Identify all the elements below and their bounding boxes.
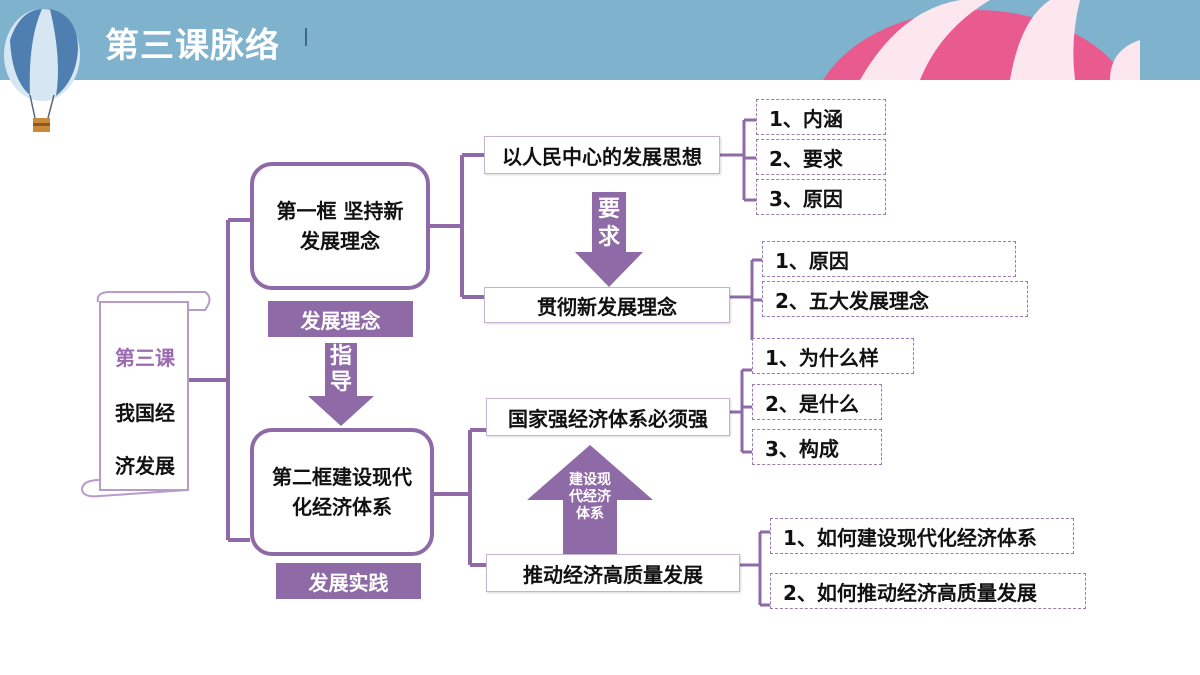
topic-people-centered: 以人民中心的发展思想 [484,136,720,174]
build-arrow-label: 建设现代经济体系 [569,472,611,522]
scroll-shape [81,291,211,498]
leaf-t4-2: 2、如何推动经济高质量发展 [770,573,1086,609]
leaf-t1-2: 2、要求 [756,139,886,175]
frame2-box: 第二框建设现代化经济体系 [250,428,434,556]
leaf-t3-2: 2、是什么 [752,384,882,420]
leaf-t3-3: 3、构成 [752,429,882,465]
frame1-tag: 发展理念 [268,301,413,337]
leaf-t3-1: 1、为什么样 [752,338,914,374]
hot-air-balloon-icon [4,9,80,132]
leaf-t1-3: 3、原因 [756,179,886,215]
root-title: 第三课 [115,346,175,370]
leaf-t1-1: 1、内涵 [756,99,886,135]
frame2-tag: 发展实践 [276,563,421,599]
header-bar: 第三课脉络 [0,0,1200,80]
leaf-t4-1: 1、如何建设现代化经济体系 [770,518,1074,554]
require-arrow-label: 要求 [597,197,620,250]
page-title: 第三课脉络 [105,26,280,66]
text-cursor [305,28,307,46]
guide-arrow-label: 指导 [329,344,352,395]
frame1-box: 第一框 坚持新发展理念 [250,162,430,290]
topic-new-development: 贯彻新发展理念 [484,287,730,323]
root-line-3: 济发展 [115,454,175,478]
require-arrow [575,192,643,287]
leaf-t2-2: 2、五大发展理念 [762,281,1028,317]
balloon-decoration [823,0,1140,80]
topic-strong-economy: 国家强经济体系必须强 [486,398,730,436]
root-line-2: 我国经 [115,401,175,425]
topic-high-quality: 推动经济高质量发展 [486,554,740,592]
build-arrow [527,445,653,555]
guide-arrow [308,343,374,426]
leaf-t2-1: 1、原因 [762,241,1016,277]
